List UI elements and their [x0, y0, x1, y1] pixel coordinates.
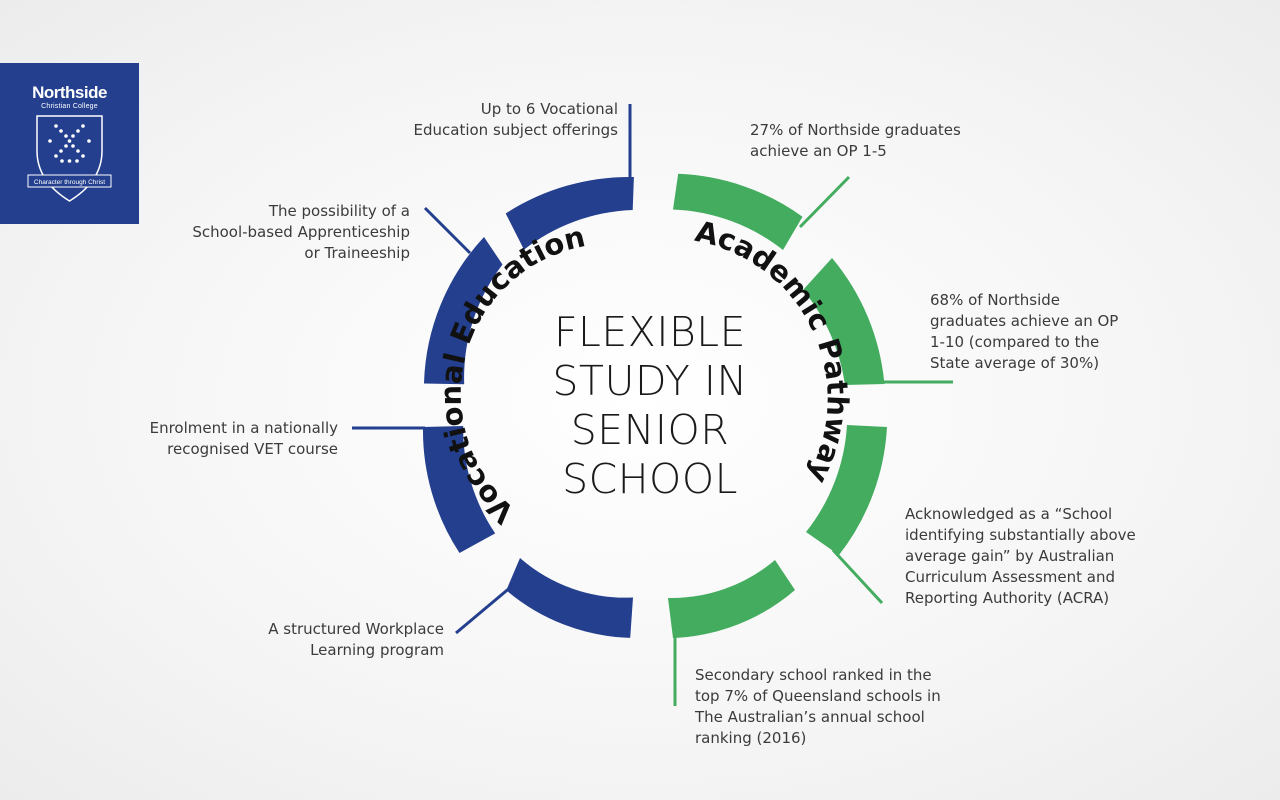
academic-segment-2 [803, 258, 885, 385]
vocational-label-2-line-3: or Traineeship [304, 244, 410, 262]
academic-label-4-line-2: top 7% of Queensland schools in [695, 687, 941, 705]
leader-line-vocational-2 [423, 206, 472, 255]
academic-label-4-line-1: Secondary school ranked in the [695, 666, 932, 684]
vocational-label-4-line-1: A structured Workplace [268, 620, 444, 638]
leader-line-academic-3 [831, 548, 884, 605]
vocational-label-1-line-1: Up to 6 Vocational [480, 100, 618, 118]
vocational-label-2-line-1: The possibility of a [268, 202, 410, 220]
academic-label-3: Acknowledged as a “School identifying su… [905, 504, 1205, 609]
leader-line-vocational-4 [455, 579, 519, 635]
academic-label-2-line-2: graduates achieve an OP [930, 312, 1119, 330]
center-title-line-3: SENIOR [570, 406, 730, 454]
academic-label-2-line-3: 1-10 (compared to the [930, 333, 1100, 351]
leader-line-academic-1 [798, 175, 851, 229]
vocational-label-4-line-2: Learning program [310, 641, 444, 659]
logo-subtitle: Christian College [41, 103, 98, 110]
logo-motto: Character through Christ [34, 179, 105, 186]
academic-label-3-line-3: average gain” by Australian [905, 547, 1115, 565]
college-logo: Northside Christian College Character th… [0, 63, 139, 224]
academic-label-1-line-2: achieve an OP 1-5 [750, 142, 887, 160]
vocational-label-1-line-2: Education subject offerings [413, 121, 619, 139]
academic-label-1-line-1: 27% of Northside graduates [750, 121, 961, 139]
academic-label-3-line-2: identifying substantially above [905, 526, 1136, 544]
academic-label-1: 27% of Northside graduates achieve an OP… [750, 120, 1020, 162]
vocational-label-3: Enrolment in a nationally recognised VET… [110, 418, 338, 460]
academic-label-3-line-4: Curriculum Assessment and [905, 568, 1115, 586]
vocational-label-1: Up to 6 Vocational Education subject off… [360, 99, 619, 141]
center-title: FLEXIBLE STUDY IN SENIOR SCHOOL [530, 308, 770, 504]
academic-label-4-line-4: ranking (2016) [695, 729, 807, 747]
academic-label-3-line-5: Reporting Authority (ACRA) [905, 589, 1110, 607]
vocational-label-4: A structured Workplace Learning program [220, 619, 444, 661]
academic-label-2-line-1: 68% of Northside [930, 291, 1061, 309]
vocational-segment-3 [422, 426, 496, 553]
academic-label-2: 68% of Northside graduates achieve an OP… [930, 290, 1170, 374]
logo-name: Northside [32, 83, 107, 102]
vocational-label-2: The possibility of a School-based Appren… [150, 201, 410, 264]
center-title-line-2: STUDY IN [552, 357, 748, 405]
vocational-segment-4 [506, 558, 633, 638]
center-title-line-1: FLEXIBLE [553, 308, 747, 356]
vocational-label-3-line-2: recognised VET course [167, 440, 338, 458]
academic-segment-4 [668, 560, 795, 638]
academic-label-2-line-4: State average of 30%) [930, 354, 1100, 372]
school-crest-icon: Character through Christ [27, 115, 112, 202]
vocational-label-2-line-2: School-based Apprenticeship [192, 223, 410, 241]
academic-label-3-line-1: Acknowledged as a “School [905, 505, 1113, 523]
vocational-segment-2 [424, 237, 503, 385]
center-title-line-4: SCHOOL [562, 455, 738, 503]
academic-label-4: Secondary school ranked in the top 7% of… [695, 665, 995, 749]
academic-segment-1 [673, 173, 803, 250]
academic-label-4-line-3: The Australian’s annual school [695, 708, 925, 726]
vocational-label-3-line-1: Enrolment in a nationally [149, 419, 338, 437]
vocational-segment-1 [505, 176, 634, 250]
academic-segment-3 [806, 425, 887, 555]
